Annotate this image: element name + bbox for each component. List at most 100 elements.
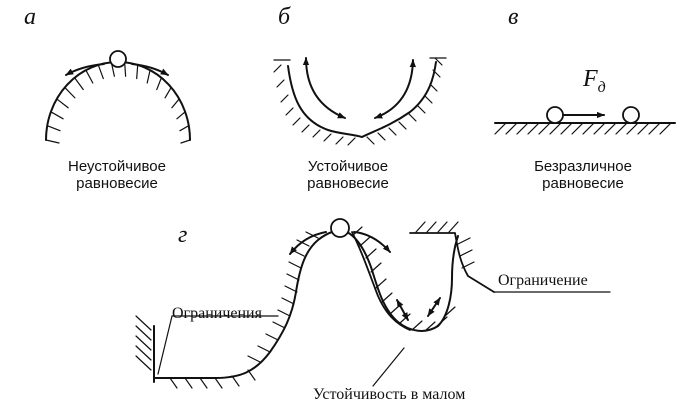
bowl-hatch-mark — [424, 95, 433, 104]
constraints-label: Ограничения — [172, 305, 262, 322]
left-wall-hatch — [135, 325, 152, 341]
ball-left — [546, 106, 564, 124]
right-constraint-hatch — [437, 221, 448, 233]
terrain-hatch-left — [257, 345, 271, 353]
terrain-hatch-left — [284, 285, 298, 293]
dome-hatch-mark — [179, 125, 190, 132]
terrain-hatch-right — [375, 278, 387, 289]
flat-hatch-mark — [505, 123, 517, 135]
dome-hatch-mark — [136, 64, 139, 80]
dome-hatch-mark — [97, 64, 104, 80]
dome-hatch-mark — [156, 77, 162, 91]
flat-hatch-mark — [538, 123, 550, 135]
left-wall-hatch — [135, 345, 152, 361]
terrain-hatch-right — [365, 248, 377, 259]
terrain-hatch-right — [424, 321, 436, 332]
terrain-hatch-left — [247, 355, 261, 363]
terrain-hatch-right — [389, 304, 401, 315]
dome-hatch-mark — [56, 98, 69, 109]
left-wall-hatch — [135, 335, 152, 351]
flat-hatch-mark — [494, 123, 506, 135]
terrain-hatch-floor — [231, 375, 240, 387]
bowl-hatch-mark — [429, 83, 438, 92]
force-label: Fд — [583, 66, 606, 97]
panel-a-caption-line2: равновесие — [76, 175, 158, 192]
dome-hatch-mark — [74, 77, 84, 91]
panel-b-letter: б — [278, 4, 291, 30]
bowl-hatch-mark — [432, 69, 441, 78]
bowl-hatch-mark — [335, 136, 344, 145]
flat-hatch-mark — [615, 123, 627, 135]
dome-hatch-mark — [64, 86, 76, 99]
terrain-hatch-floor — [199, 377, 208, 389]
terrain-hatch-right — [411, 320, 423, 331]
hill-right-flank — [351, 231, 411, 331]
right-constraint-hatch — [426, 221, 437, 233]
dome-hatch-mark — [146, 69, 151, 84]
bowl-surface — [287, 61, 437, 138]
constraints-leader — [157, 315, 173, 375]
terrain-hatch-left — [281, 297, 295, 305]
dome-hatch-mark — [171, 98, 180, 109]
panel-v-caption-line1: Безразличное — [534, 158, 632, 175]
arrow-dome-left — [65, 63, 105, 76]
flat-hatch-mark — [527, 123, 539, 135]
dome-hatch-mark — [45, 139, 60, 144]
right-constraint-hatch — [461, 261, 475, 269]
bowl-hatch-mark — [377, 132, 386, 141]
ball-on-dome — [109, 50, 127, 68]
arrow-dome-right — [131, 63, 169, 76]
force-subscript: д — [597, 79, 606, 96]
right-constraint-hatch — [459, 249, 473, 257]
flat-hatch-mark — [648, 123, 660, 135]
flat-hatch-mark — [659, 123, 671, 135]
flat-hatch-mark — [626, 123, 638, 135]
force-symbol: F — [583, 66, 598, 92]
arrow-hill-left — [289, 231, 327, 255]
bowl-hatch-mark — [285, 107, 294, 116]
bowl-hatch-mark — [347, 137, 356, 146]
arrow-bowl-left — [302, 57, 346, 119]
bowl-hatch-mark — [398, 121, 407, 130]
panel-v-caption: Безразличное равновесие — [518, 158, 648, 192]
constraint-label: Ограничение — [498, 272, 588, 289]
terrain-hatch-floor — [184, 377, 193, 389]
flat-hatch-mark — [571, 123, 583, 135]
bowl-hatch-mark — [408, 113, 417, 122]
terrain-hatch-left — [288, 261, 302, 269]
left-wall-hatch — [135, 315, 152, 331]
panel-a-caption: Неустойчивое равновесие — [52, 158, 182, 192]
bowl-hatch-mark — [312, 129, 321, 138]
terrain-hatch-left — [277, 309, 291, 317]
flat-hatch-mark — [560, 123, 572, 135]
bowl-hatch-mark — [273, 64, 282, 73]
dome-hatch-mark — [180, 139, 191, 144]
terrain-hatch-floor — [214, 377, 223, 389]
dome-hatch-mark — [85, 69, 94, 84]
panel-a-letter: а — [24, 4, 36, 30]
left-wall-hatch — [135, 355, 152, 371]
panel-v-caption-line2: равновесие — [542, 175, 624, 192]
terrain-hatch-left — [305, 231, 319, 239]
panel-a-caption-line1: Неустойчивое — [68, 158, 166, 175]
dome-hatch-mark — [46, 125, 61, 132]
flat-hatch-mark — [516, 123, 528, 135]
terrain-hatch-right — [370, 262, 382, 273]
right-constraint-hatch — [415, 221, 426, 233]
local-stability-label: Устойчивость в малом — [313, 386, 466, 403]
panel-b-caption-line2: равновесие — [307, 175, 389, 192]
flat-hatch-mark — [582, 123, 594, 135]
arrow-valley-right — [427, 297, 441, 317]
terrain-hatch-left — [286, 273, 300, 281]
terrain-hatch-left — [272, 321, 286, 329]
terrain-hatch-right — [436, 316, 448, 327]
terrain-hatch-right — [359, 236, 371, 247]
arrow-hill-right — [353, 231, 391, 253]
panel-g-letter: г — [178, 222, 188, 248]
terrain-hatch-left — [296, 239, 310, 247]
flat-hatch-mark — [549, 123, 561, 135]
terrain-hatch-right — [381, 292, 393, 303]
arrow-bowl-right — [374, 59, 417, 119]
